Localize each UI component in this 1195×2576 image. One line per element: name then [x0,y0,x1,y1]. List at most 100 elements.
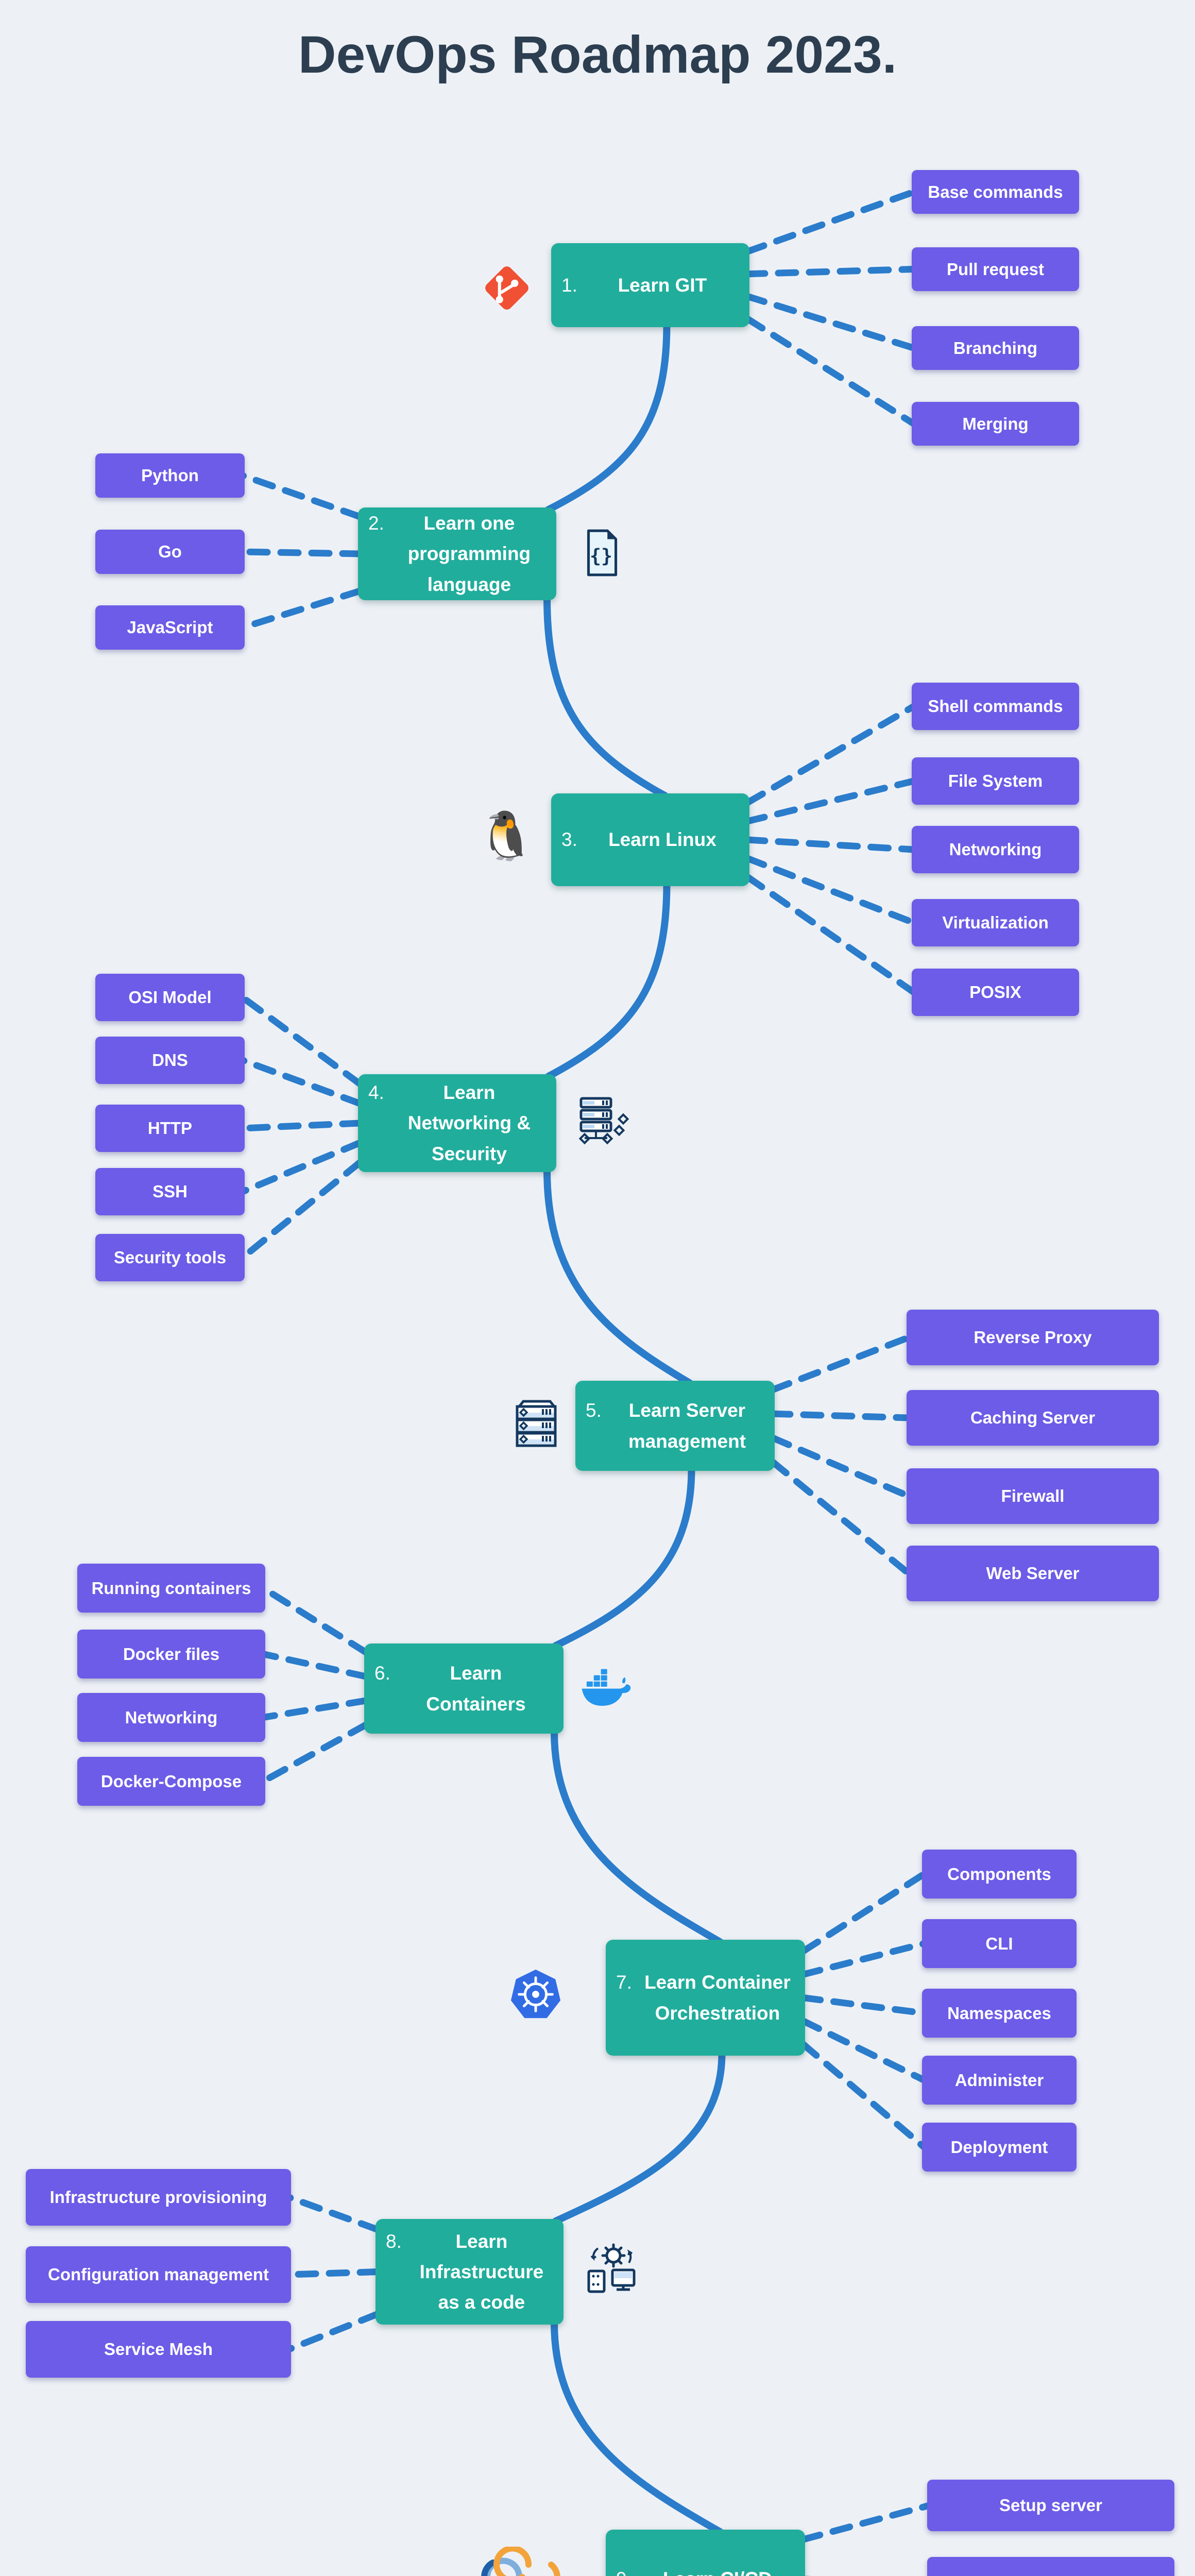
topic-label: Merging [962,414,1029,433]
kubernetes-icon [508,1967,564,2023]
step-node-6: 6.Learn Containers [364,1643,564,1734]
flow-curve [551,1728,724,1945]
topic-connector-line [239,548,364,557]
topic-connector-line [239,1057,364,1107]
flow-curve [552,1465,695,1649]
page-title: DevOps Roadmap 2023. [298,25,897,84]
infrastructure-code-icon [583,2241,641,2296]
topic-label: Shell commands [928,697,1063,716]
topic-label: OSI Model [128,988,212,1007]
topic-label: Web Server [986,1564,1080,1583]
step-number: 7. [616,1972,632,1993]
topic-box: Merging [912,402,1079,446]
topic-label: Configuration management [47,2265,269,2284]
topic-label: Networking [125,1707,218,1727]
topic-connector-line [744,777,917,825]
topic-label: SSH [152,1182,187,1201]
topic-connector-line [744,703,917,806]
topic-label: Virtualization [942,913,1049,933]
flow-curve [543,1166,693,1386]
step-label: Learn Container Orchestration [644,1972,791,2024]
topic-connector-line [799,1994,928,2016]
topic-label: Deployment [950,2137,1048,2157]
step-label: Learn Containers [426,1663,526,1715]
topic-connector-line [769,1434,912,1500]
topic-label: Caching Server [970,1408,1096,1428]
topic-box: Administer [922,2056,1077,2105]
topic-connector-line [744,266,917,278]
step-node-2: 2.Learn one programming language [358,507,556,600]
topic-label: Namespaces [947,2003,1051,2023]
topic-box: Infrastructure provisioning [26,2169,291,2226]
topic-box: DNS [95,1037,245,1084]
step-node-4: 4. Learn Networking & Security [358,1074,556,1172]
step-node-1: 1.Learn GIT [551,243,749,327]
code-file-icon: {} [575,527,627,579]
topic-box: Pull request [912,247,1079,291]
topic-connector-line [799,1871,928,1955]
step-label: Learn Networking & Security [407,1082,531,1164]
topic-label: Running containers [91,1578,251,1598]
topic-connector-line [769,1410,912,1421]
topic-connector-line [744,189,917,255]
topic-box: Caching Server [907,1390,1159,1446]
topic-connector-line [260,1651,370,1680]
topic-box: CLI [922,1919,1077,1968]
topic-box: Integration [927,2557,1174,2576]
topic-box: Deployment [922,2123,1077,2172]
topic-label: Base commands [928,182,1063,201]
topic-connector-line [799,2041,928,2150]
topic-connector-line [769,1459,912,1577]
step-node-9: 9.Learn CI/CD [606,2530,805,2576]
topic-box: Networking [912,826,1079,873]
git-icon [478,259,536,317]
topic-label: Service Mesh [104,2340,213,2359]
topic-connector-line [239,994,364,1088]
step-label: Learn CI/CD [640,2564,795,2576]
topic-box: Components [922,1850,1077,1899]
topic-label: Branching [953,338,1038,358]
topic-box: OSI Model [95,974,245,1021]
topic-box: Firewall [907,1468,1159,1524]
topic-label: Administer [954,2070,1044,2090]
docker-icon [579,1660,631,1713]
topic-connector-line [799,2018,928,2083]
step-number: 3. [561,829,577,851]
topic-connector-line [260,1721,370,1785]
topic-label: Reverse Proxy [974,1328,1092,1347]
topic-label: Pull request [947,259,1044,279]
topic-connector-line [285,2268,381,2278]
topic-connector-line [799,2502,933,2543]
step-number: 2. [368,513,384,534]
topic-box: Service Mesh [26,2321,291,2378]
step-number: 4. [368,1082,384,1104]
step-node-8: 8.Learn Infrastructure as a code [375,2219,564,2325]
server-rack-icon [508,1397,565,1454]
step-label: Learn Linux [608,829,716,851]
step-node-7: 7. Learn Container Orchestration [606,1940,805,2056]
topic-connector-line [744,315,917,427]
topic-label: POSIX [969,982,1021,1002]
topic-label: HTTP [147,1118,193,1138]
topic-label: Infrastructure provisioning [49,2188,267,2207]
topic-box: Reverse Proxy [907,1310,1159,1365]
topic-box: SSH [95,1168,245,1215]
topic-connector-line [744,836,917,853]
topic-connector-line [239,472,364,520]
cicd-loop-icon [475,2547,567,2576]
topic-box: HTTP [95,1105,245,1152]
topic-label: Python [141,466,199,485]
network-security-icon [575,1093,629,1148]
topic-label: Docker-Compose [100,1771,242,1791]
topic-connector-line [239,587,364,631]
flow-curve [552,2050,726,2225]
topic-connector-line [769,1334,912,1393]
topic-label: JavaScript [127,618,213,637]
topic-box: Virtualization [912,899,1079,946]
topic-box: Docker files [77,1630,265,1679]
topic-connector-line [799,1940,928,1978]
topic-box: Namespaces [922,1989,1077,2038]
topic-box: JavaScript [95,605,245,650]
